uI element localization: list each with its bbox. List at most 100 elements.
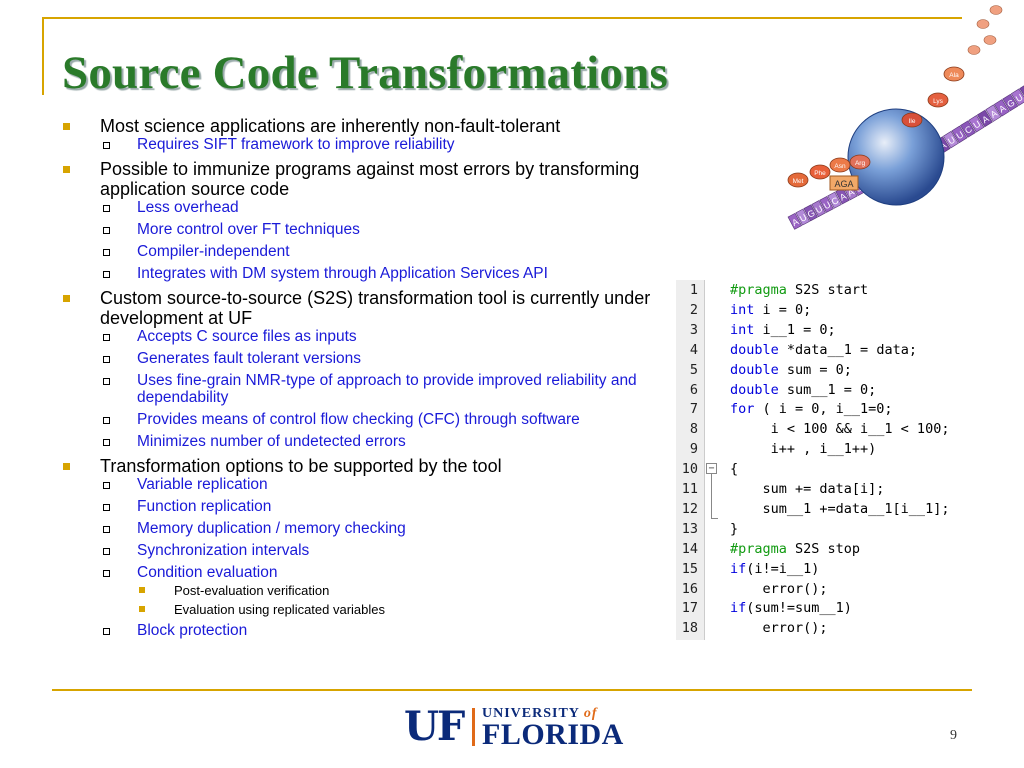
nucleotide-box xyxy=(943,130,959,149)
codon-label: AGA xyxy=(834,179,853,189)
code-text: if(sum!=sum__1) xyxy=(730,598,852,618)
code-keyword: double xyxy=(730,341,779,358)
amino-acid-bead xyxy=(849,154,871,170)
line-number-gutter xyxy=(676,280,705,640)
bullet-square-icon xyxy=(63,166,70,173)
sub-bullet-item: Generates fault tolerant versions xyxy=(100,350,670,368)
nucleotide-letter: A xyxy=(838,191,848,203)
nucleotide-box xyxy=(1002,93,1019,112)
nucleotide-box xyxy=(951,125,968,144)
sub-bullet-text: Memory duplication / memory checking xyxy=(137,519,406,537)
hollow-square-icon xyxy=(103,227,110,234)
nucleotide-letter: U xyxy=(854,182,864,194)
sub-bullet-item: Provides means of control flow checking … xyxy=(100,411,670,429)
code-token: (sum!=sum__1) xyxy=(746,600,852,617)
code-token: *data__1 = data; xyxy=(778,341,917,358)
sub-bullet-item: Block protection xyxy=(100,621,670,640)
hollow-square-icon xyxy=(103,378,110,385)
sub-bullet-item: Variable replication xyxy=(100,476,670,494)
sub-bullet-item: Minimizes number of undetected errors xyxy=(100,433,670,451)
bullet-item: Transformation options to be supported b… xyxy=(60,456,670,640)
nucleotide-box xyxy=(968,115,985,133)
ribosome-illustration: UAAUUCUAAAGUU AUGUUCAAUAG MetPheAsnArgIl… xyxy=(787,5,1024,230)
line-number: 8 xyxy=(689,421,698,438)
code-token: i < 100 && i__1 < 100; xyxy=(730,421,950,438)
code-text: i++ , i__1++) xyxy=(730,439,877,459)
line-number: 4 xyxy=(689,341,698,358)
code-text: int i__1 = 0; xyxy=(730,320,836,340)
hollow-square-icon xyxy=(103,356,110,363)
amino-acid-bead xyxy=(809,164,831,180)
code-text: sum += data[i]; xyxy=(730,479,885,499)
hollow-square-icon xyxy=(103,416,110,424)
floating-bead xyxy=(983,35,997,45)
sub-bullet-text: Uses fine-grain NMR-type of approach to … xyxy=(137,372,637,406)
logo-florida: FLORIDA xyxy=(482,718,624,751)
code-text: int i = 0; xyxy=(730,300,811,320)
bullet-square-icon xyxy=(63,123,70,130)
line-number: 11 xyxy=(681,481,698,497)
nucleotide-box xyxy=(795,208,810,226)
third-level-item: Post-evaluation verification xyxy=(137,583,670,598)
ribosome-sphere xyxy=(847,108,945,206)
hollow-square-icon xyxy=(103,205,110,212)
line-number: 13 xyxy=(681,520,698,537)
sub-bullet-item: More control over FT techniques xyxy=(100,221,670,239)
code-keyword: if xyxy=(730,600,747,617)
hollow-square-icon xyxy=(103,271,110,278)
sub-bullet-item: Function replication xyxy=(100,498,670,516)
code-token: error(); xyxy=(730,620,828,637)
sub-bullet-item: Synchronization intervals xyxy=(100,541,670,560)
code-text: #pragma S2S start xyxy=(730,280,868,300)
frame-bottom-line xyxy=(52,689,972,691)
code-pragma: #pragma xyxy=(730,540,787,557)
sub-bullet-item: Uses fine-grain NMR-type of approach to … xyxy=(100,372,670,406)
sub-bullet-item: Integrates with DM system through Applic… xyxy=(100,265,670,283)
line-number: 12 xyxy=(681,500,698,517)
sub-bullet-text: Compiler-independent xyxy=(137,243,290,260)
sub-bullet-text: Synchronization intervals xyxy=(137,541,310,559)
amino-acid-bead xyxy=(943,66,965,82)
nucleotide-box xyxy=(803,204,818,222)
code-text: sum__1 +=data__1[i__1]; xyxy=(730,499,950,519)
code-token: { xyxy=(730,461,739,478)
code-keyword: int xyxy=(730,321,755,338)
code-text: { xyxy=(730,459,738,479)
line-number: 9 xyxy=(689,441,698,458)
nucleotide-letter: C xyxy=(963,124,974,136)
nucleotide-letter: U xyxy=(955,129,966,141)
code-token: i++ , i__1++) xyxy=(730,441,877,458)
line-number: 16 xyxy=(681,580,698,597)
line-number: 14 xyxy=(681,540,698,557)
sub-bullet-text: Block protection xyxy=(137,621,248,639)
frame-left-line xyxy=(42,17,44,95)
line-number: 6 xyxy=(689,381,698,398)
amino-acid-label: Ile xyxy=(909,118,916,125)
bullet-square-icon xyxy=(63,295,70,302)
nucleotide-letter: U xyxy=(972,119,983,131)
line-number: 3 xyxy=(689,321,698,338)
hollow-square-icon xyxy=(103,503,110,511)
nucleotide-box xyxy=(959,120,976,138)
code-text: i < 100 && i__1 < 100; xyxy=(730,419,950,439)
sub-bullet-item: Requires SIFT framework to improve relia… xyxy=(100,136,670,154)
hollow-square-icon xyxy=(103,249,110,256)
code-token: error(); xyxy=(730,580,828,597)
logo-uf-mark: UF xyxy=(404,703,465,750)
bullet-list: Most science applications are inherently… xyxy=(60,114,670,645)
nucleotide-letter: A xyxy=(980,113,990,125)
nucleotide-letter: A xyxy=(790,216,800,228)
third-level-text: Evaluation using replicated variables xyxy=(174,602,386,617)
bullet-item: Custom source-to-source (S2S) transforma… xyxy=(60,288,670,450)
frame-top-line xyxy=(42,17,962,19)
code-token: (i!=i__1) xyxy=(746,560,820,577)
line-number: 10 xyxy=(681,461,698,478)
bullet-text: Most science applications are inherently… xyxy=(100,116,561,136)
nucleotide-letter: G xyxy=(1005,97,1016,109)
fold-toggle-icon[interactable]: − xyxy=(706,463,717,474)
nucleotide-box xyxy=(787,212,803,230)
